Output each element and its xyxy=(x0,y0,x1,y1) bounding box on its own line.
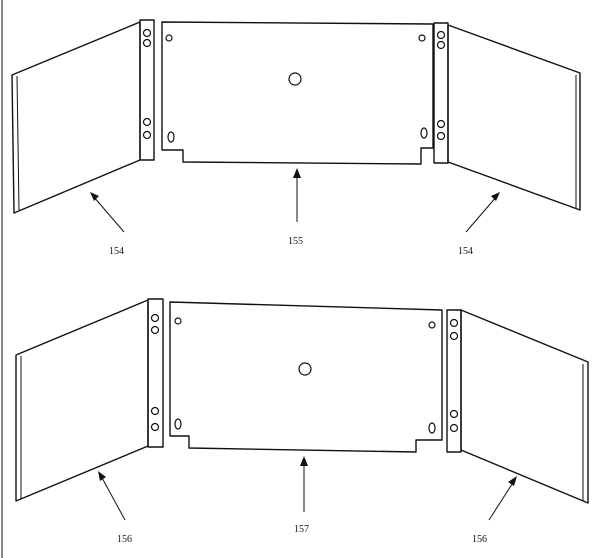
panel-outline xyxy=(15,299,149,502)
arrowhead xyxy=(491,192,500,201)
panel-edge-line xyxy=(16,75,20,211)
part-label-center: 155 xyxy=(288,236,303,247)
panel-outline xyxy=(161,21,434,165)
leader-arrow-right xyxy=(465,195,498,233)
leader-arrow-left xyxy=(100,475,126,521)
bottom-assembly: 156 157 156 xyxy=(15,298,589,545)
mount-hole xyxy=(418,34,426,42)
part-label-left: 156 xyxy=(117,534,132,545)
mount-hole xyxy=(449,409,459,419)
center-hole xyxy=(288,72,302,86)
leader-arrow-left xyxy=(92,195,125,233)
mount-hole xyxy=(449,423,459,433)
panel-flange xyxy=(147,298,164,448)
part-label-left: 154 xyxy=(109,246,124,257)
top-left-side-panel xyxy=(11,19,155,214)
arrowhead xyxy=(90,192,99,201)
arrowhead xyxy=(508,476,517,486)
mount-hole xyxy=(150,406,160,416)
top-right-side-panel xyxy=(433,22,581,211)
panel-outline xyxy=(169,301,443,453)
mount-hole xyxy=(142,28,152,38)
panel-flange xyxy=(139,19,155,161)
mount-hole xyxy=(174,317,182,325)
mount-hole xyxy=(436,119,446,129)
part-label-right: 156 xyxy=(472,534,487,545)
arrowhead xyxy=(98,471,106,481)
mount-hole xyxy=(428,321,436,329)
top-leader-arrows xyxy=(90,168,500,233)
mount-hole xyxy=(142,130,152,140)
mount-hole xyxy=(150,422,160,432)
panel-outline xyxy=(447,24,581,211)
part-label-right: 154 xyxy=(458,246,473,257)
mount-hole xyxy=(165,34,173,42)
mount-hole xyxy=(150,313,160,323)
slot-hole xyxy=(428,422,436,434)
mount-hole xyxy=(449,331,459,341)
mount-hole xyxy=(142,117,152,127)
mount-hole xyxy=(436,30,446,40)
bottom-center-panel xyxy=(169,301,443,453)
panel-outline xyxy=(11,21,141,214)
arrowhead xyxy=(293,168,301,178)
bottom-left-side-panel xyxy=(15,298,164,502)
mount-hole xyxy=(449,318,459,328)
top-center-panel xyxy=(161,21,434,165)
slot-hole xyxy=(420,127,428,139)
slot-hole xyxy=(174,418,182,430)
top-assembly: 154 155 154 xyxy=(11,19,581,257)
mount-hole xyxy=(436,131,446,141)
center-hole xyxy=(298,362,312,376)
bottom-right-side-panel xyxy=(446,309,589,504)
arrowhead xyxy=(300,456,308,466)
mount-hole xyxy=(142,38,152,48)
mount-hole xyxy=(150,325,160,335)
leader-arrow-right xyxy=(488,480,515,521)
panel-outline xyxy=(460,309,589,504)
slot-hole xyxy=(167,131,175,143)
bottom-leader-arrows xyxy=(98,456,517,521)
mount-hole xyxy=(436,40,446,50)
part-label-center: 157 xyxy=(294,524,309,535)
